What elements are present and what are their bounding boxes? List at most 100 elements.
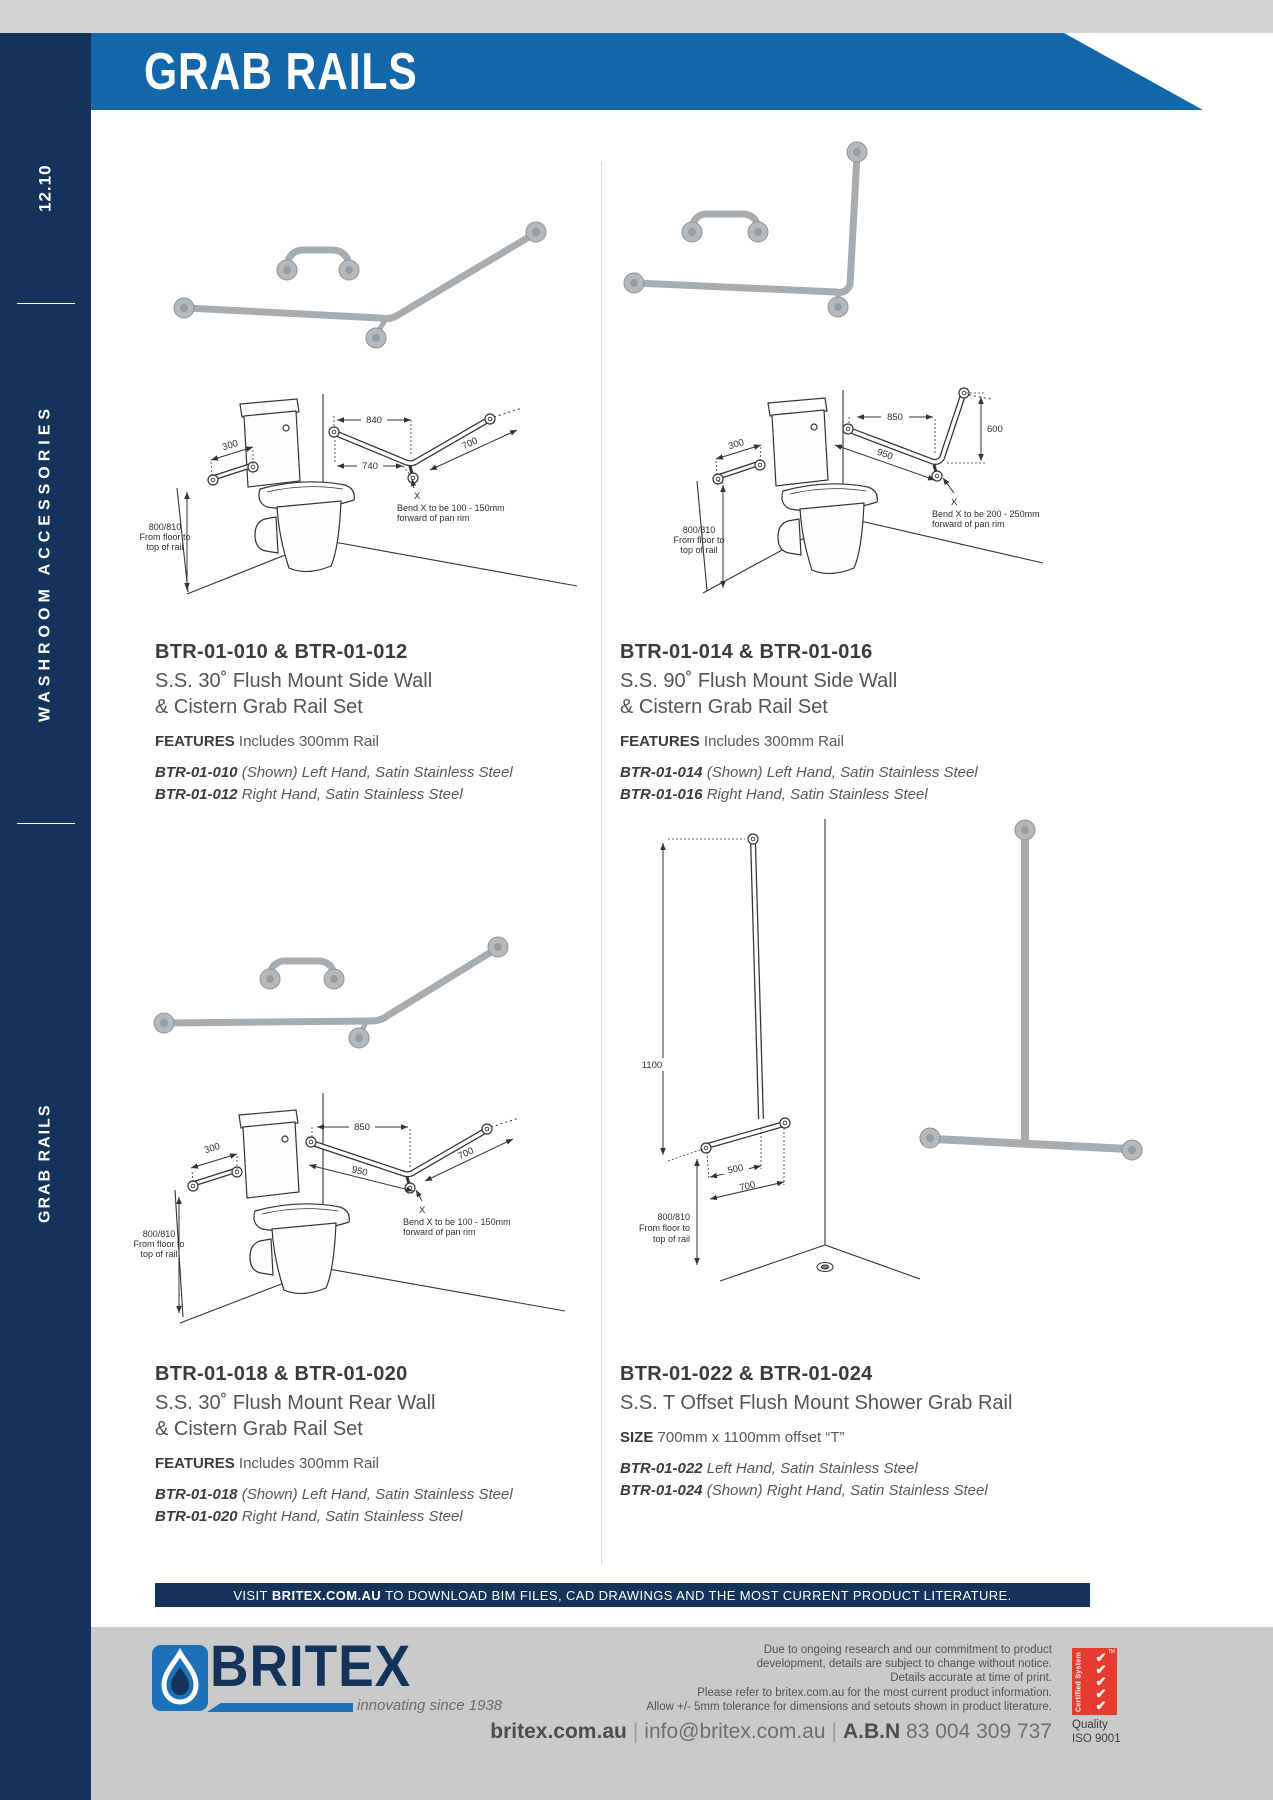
product-features: FEATURES Includes 300mm Rail: [155, 1455, 379, 1472]
badge-iso-label: ISO 9001: [1072, 1733, 1121, 1745]
variant-line: BTR-01-016 Right Hand, Satin Stainless S…: [620, 786, 928, 803]
product-diagram-1: 840 740 700 300 X Bend X to be 100 - 150…: [139, 394, 578, 595]
product-variants: BTR-01-014 (Shown) Left Hand, Satin Stai…: [620, 762, 1060, 806]
svg-text:X: X: [951, 497, 958, 508]
footer-website: britex.com.au: [490, 1720, 627, 1743]
svg-text:Bend X to be 100 - 150mm: Bend X to be 100 - 150mm: [403, 1217, 511, 1227]
visit-website-link: BRITEX.COM.AU: [271, 1587, 382, 1603]
svg-text:800/810: 800/810: [657, 1212, 690, 1222]
logo-tagline: innovating since 1938: [357, 1697, 503, 1714]
footer: BRITEX innovating since 1938 Due to ongo…: [91, 1627, 1273, 1800]
product-name-line1: S.S. 30˚ Flush Mount Rear Wall: [155, 1392, 436, 1414]
sidebar-divider: [17, 823, 75, 824]
product-name-line1: S.S. 30˚ Flush Mount Side Wall: [155, 670, 433, 692]
svg-text:From floor to: From floor to: [639, 1223, 690, 1233]
svg-text:forward of pan rim: forward of pan rim: [403, 1227, 476, 1237]
header-banner: GRAB RAILS: [91, 33, 1203, 110]
product-info-2: BTR-01-014 & BTR-01-016 S.S. 90˚ Flush M…: [620, 641, 1060, 806]
sidebar: 12.10 WASHROOM ACCESSORIES GRAB RAILS: [0, 33, 91, 1800]
badge-checkmarks: ✔ ✔ ✔ ✔ ✔: [1087, 1650, 1115, 1712]
product-diagram-4: 1100 500 700 800/810 From floor to top o…: [638, 819, 921, 1282]
product-name-line1: S.S. 90˚ Flush Mount Side Wall: [620, 670, 898, 692]
page-title: GRAB RAILS: [144, 42, 418, 101]
variant-line: BTR-01-024 (Shown) Right Hand, Satin Sta…: [620, 1482, 988, 1499]
product-info-4: BTR-01-022 & BTR-01-024 S.S. T Offset Fl…: [620, 1363, 1060, 1502]
product-variants: BTR-01-018 (Shown) Left Hand, Satin Stai…: [155, 1484, 595, 1528]
top-strip: [0, 0, 1273, 33]
product-info-3: BTR-01-018 & BTR-01-020 S.S. 30˚ Flush M…: [155, 1363, 595, 1528]
product-code: BTR-01-014 & BTR-01-016: [620, 641, 873, 663]
variant-line: BTR-01-020 Right Hand, Satin Stainless S…: [155, 1508, 463, 1525]
variant-line: BTR-01-014 (Shown) Left Hand, Satin Stai…: [620, 764, 978, 781]
svg-text:950: 950: [351, 1164, 369, 1179]
svg-text:800/810: 800/810: [683, 525, 716, 535]
logo-underline: [207, 1703, 353, 1712]
product-diagram-2: 850 950 600 300 X Bend X to be 200 - 250…: [673, 387, 1044, 594]
svg-text:850: 850: [887, 412, 903, 423]
footer-email: info@britex.com.au: [644, 1720, 826, 1743]
water-drop-icon: [161, 1648, 199, 1705]
check-icon: ✔: [1095, 1662, 1107, 1677]
svg-text:Bend X to be 100 - 150mm: Bend X to be 100 - 150mm: [397, 503, 505, 513]
sidebar-divider: [17, 303, 75, 304]
svg-text:840: 840: [366, 415, 382, 426]
sidebar-category-label: WASHROOM ACCESSORIES: [36, 403, 54, 723]
britex-logo-text: BRITEX: [210, 1634, 412, 1699]
visit-prefix: VISIT: [233, 1587, 268, 1603]
visit-banner: VISIT BRITEX.COM.AU TO DOWNLOAD BIM FILE…: [155, 1583, 1090, 1607]
sidebar-section-number: 12.10: [35, 164, 55, 212]
badge-vertical-text: Certified System: [1075, 1651, 1083, 1712]
britex-logo-icon: [152, 1645, 208, 1711]
svg-text:Bend X to be 200 - 250mm: Bend X to be 200 - 250mm: [932, 509, 1040, 519]
svg-text:300: 300: [727, 437, 745, 452]
svg-text:300: 300: [221, 438, 239, 453]
variant-line: BTR-01-018 (Shown) Left Hand, Satin Stai…: [155, 1486, 513, 1503]
footer-contact: britex.com.au|info@britex.com.au|A.B.N 8…: [490, 1720, 1052, 1743]
svg-text:forward of pan rim: forward of pan rim: [397, 513, 470, 523]
svg-text:top of rail: top of rail: [146, 542, 183, 552]
svg-text:X: X: [414, 491, 421, 502]
product-features: FEATURES Includes 300mm Rail: [155, 733, 379, 750]
svg-text:600: 600: [987, 424, 1003, 435]
check-icon: ✔: [1095, 1650, 1107, 1665]
product-name-line1: S.S. T Offset Flush Mount Shower Grab Ra…: [620, 1392, 1013, 1414]
svg-text:300: 300: [203, 1141, 221, 1156]
svg-text:From floor to: From floor to: [133, 1239, 184, 1249]
product-photo-1: [173, 221, 547, 349]
svg-text:950: 950: [876, 447, 895, 463]
svg-text:800/810: 800/810: [143, 1229, 176, 1239]
svg-text:top of rail: top of rail: [653, 1234, 690, 1244]
footer-abn-label: A.B.N: [843, 1720, 901, 1743]
product-name-line2: & Cistern Grab Rail Set: [155, 1418, 363, 1440]
badge-tm: TM: [1107, 1649, 1115, 1655]
svg-text:forward of pan rim: forward of pan rim: [932, 519, 1005, 529]
check-icon: ✔: [1095, 1686, 1107, 1701]
product-photo-3: [153, 936, 509, 1049]
svg-text:top of rail: top of rail: [140, 1249, 177, 1259]
svg-text:800/810: 800/810: [149, 522, 182, 532]
product-variants: BTR-01-022 Left Hand, Satin Stainless St…: [620, 1458, 1060, 1502]
svg-text:740: 740: [362, 461, 378, 472]
svg-text:700: 700: [460, 435, 479, 452]
product-size: SIZE 700mm x 1100mm offset “T”: [620, 1429, 845, 1446]
product-photo-4: [919, 819, 1143, 1161]
footer-abn-value: 83 004 309 737: [906, 1720, 1052, 1743]
svg-text:700: 700: [738, 1179, 756, 1193]
visit-suffix: TO DOWNLOAD BIM FILES, CAD DRAWINGS AND …: [385, 1587, 1012, 1603]
svg-text:500: 500: [727, 1163, 745, 1177]
product-name-line2: & Cistern Grab Rail Set: [620, 696, 828, 718]
product-info-1: BTR-01-010 & BTR-01-012 S.S. 30˚ Flush M…: [155, 641, 595, 806]
svg-text:1100: 1100: [642, 1060, 662, 1071]
svg-text:top of rail: top of rail: [680, 545, 717, 555]
badge-quality-label: Quality: [1072, 1719, 1108, 1731]
svg-text:850: 850: [354, 1122, 370, 1133]
variant-line: BTR-01-012 Right Hand, Satin Stainless S…: [155, 786, 463, 803]
product-variants: BTR-01-010 (Shown) Left Hand, Satin Stai…: [155, 762, 595, 806]
product-diagram-3: 850 950 700 300 X Bend X to be 100 - 150…: [133, 1093, 566, 1324]
svg-text:X: X: [419, 1205, 426, 1216]
iso-certification-badge: Certified System TM ✔ ✔ ✔ ✔ ✔: [1072, 1648, 1117, 1715]
product-features: FEATURES Includes 300mm Rail: [620, 733, 844, 750]
sidebar-subcategory-label: GRAB RAILS: [36, 1103, 54, 1223]
variant-line: BTR-01-022 Left Hand, Satin Stainless St…: [620, 1460, 918, 1477]
